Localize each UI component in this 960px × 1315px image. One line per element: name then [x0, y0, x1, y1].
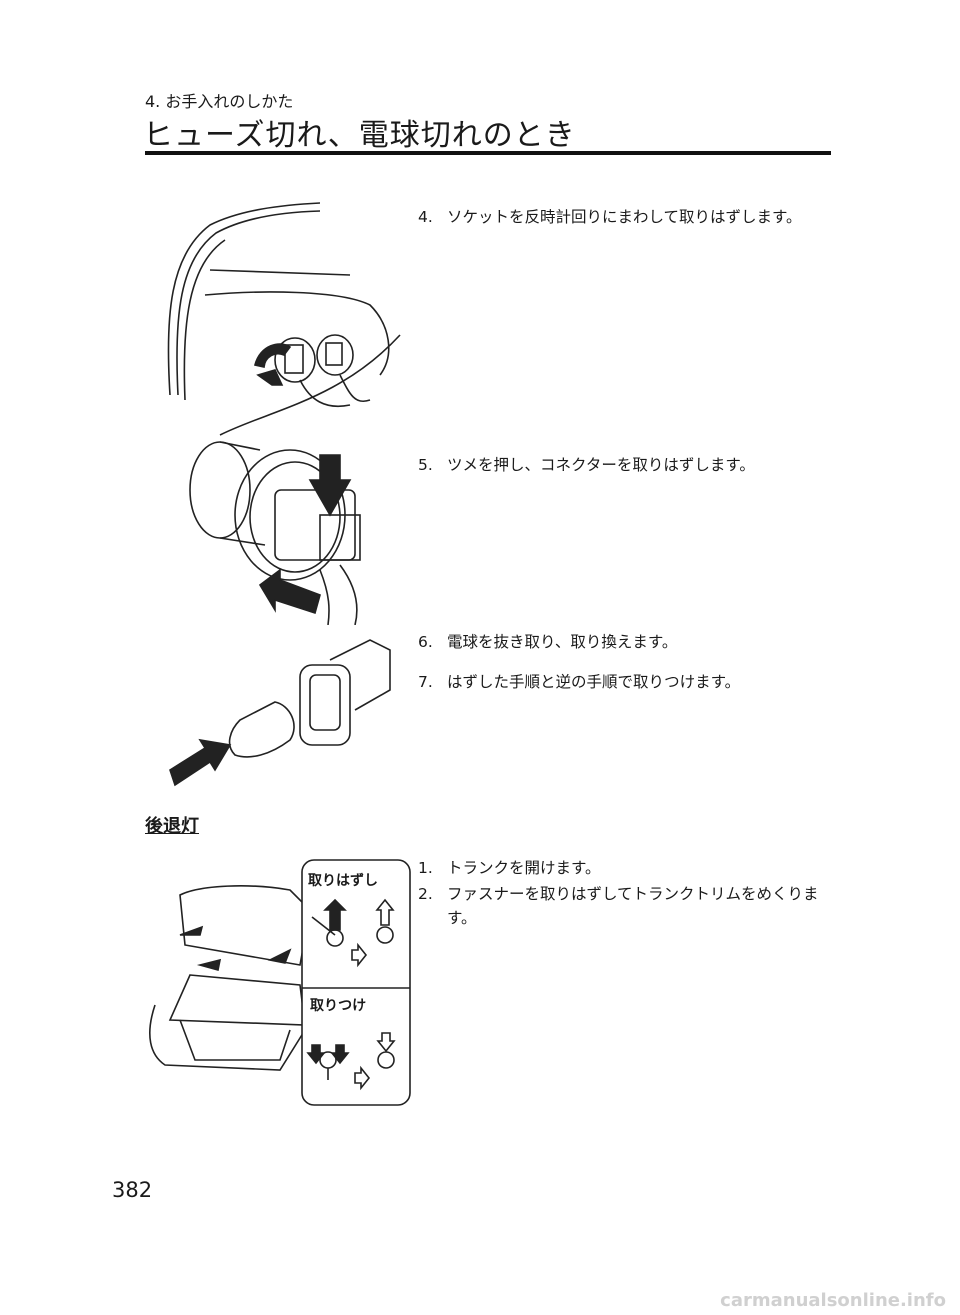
step-4: 4. ソケットを反時計回りにまわして取りはずします。	[418, 205, 838, 229]
step-text: トランクを開けます。	[447, 859, 601, 877]
install-label: 取りつけ	[310, 998, 367, 1014]
step-6: 6. 電球を抜き取り、取り換えます。	[418, 630, 838, 654]
trunk-trim-illustration	[149, 859, 411, 1106]
watermark: carmanualsonline.info	[720, 1290, 946, 1311]
bulb-replacement-illustration	[169, 639, 391, 787]
page-number: 382	[112, 1178, 153, 1202]
step-text: ファスナーを取りはずしてトランクトリムをめくります。	[447, 885, 819, 927]
step-text: ツメを押し、コネクターを取りはずします。	[447, 456, 755, 474]
socket-rotate-illustration	[167, 202, 401, 436]
page-title: ヒューズ切れ、電球切れのとき	[143, 118, 576, 153]
breadcrumb: 4. お手入れのしかた	[145, 92, 294, 111]
connector-removal-illustration	[189, 441, 361, 625]
section-heading-backup-lamp: 後退灯	[145, 816, 199, 837]
title-divider	[145, 151, 831, 155]
step-2: 2. ファスナーを取りはずしてトランクトリムをめくります。	[418, 882, 838, 930]
step-7: 7. はずした手順と逆の手順で取りつけます。	[418, 670, 838, 694]
step-5: 5. ツメを押し、コネクターを取りはずします。	[418, 453, 838, 477]
step-text: はずした手順と逆の手順で取りつけます。	[447, 673, 741, 691]
step-1: 1. トランクを開けます。	[418, 856, 838, 880]
step-text: ソケットを反時計回りにまわして取りはずします。	[447, 208, 802, 226]
remove-label: 取りはずし	[308, 873, 378, 889]
step-text: 電球を抜き取り、取り換えます。	[447, 633, 678, 651]
